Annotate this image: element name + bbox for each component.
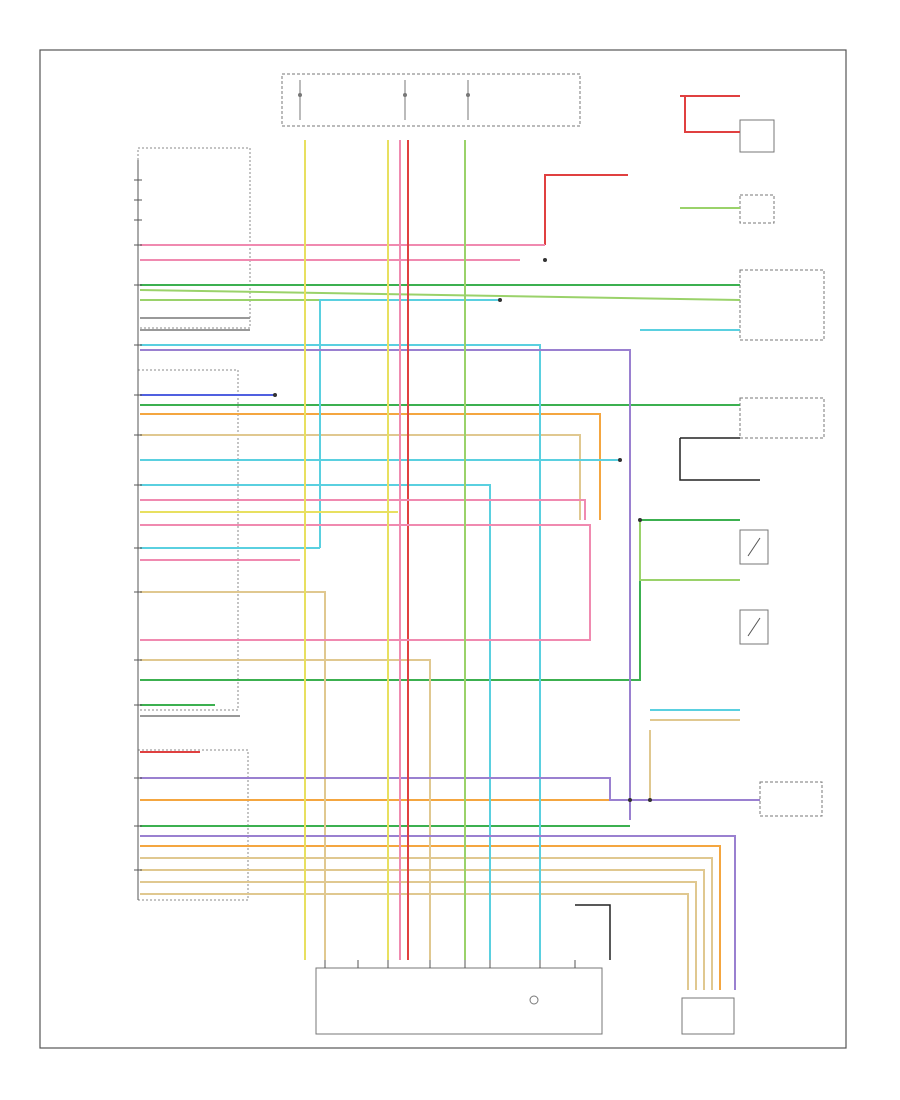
driver-seat-switch — [739, 529, 769, 565]
wire-cyan-1 — [140, 344, 541, 960]
generic-electronic-module — [137, 147, 251, 901]
wire-green-4 — [140, 519, 740, 681]
wire-tan-5 — [140, 869, 705, 990]
right-front-door-module — [739, 397, 825, 439]
wire-purple-3 — [140, 777, 760, 801]
bottom-connector-pins — [324, 960, 576, 968]
wire-purple-1 — [140, 349, 631, 820]
wire-tan-6 — [140, 881, 697, 990]
wire-lightgreen-1 — [139, 289, 741, 301]
wire-orange-3 — [140, 845, 721, 990]
wires — [139, 95, 760, 990]
wire-red-top-right — [684, 96, 740, 133]
diagram-frame — [39, 49, 847, 1049]
window-motor — [739, 119, 775, 224]
left-front-door-module — [739, 269, 825, 341]
wire-red-top — [544, 174, 628, 245]
wire-black-3 — [575, 904, 611, 960]
wire-tan-4 — [140, 857, 713, 990]
fuse-relay-panel — [281, 73, 581, 127]
wire-tan-2 — [140, 591, 326, 960]
wire-pink-vertical-2 — [140, 524, 591, 641]
splice-points — [273, 258, 652, 802]
wire-orange-1 — [140, 413, 601, 520]
bottom-right-connector — [681, 997, 735, 1035]
wire-tan-7 — [140, 893, 689, 990]
wire-pink-vertical-3 — [140, 499, 586, 520]
lock-switch — [759, 781, 823, 817]
left-connector-pins — [134, 179, 142, 871]
wire-black-2 — [679, 438, 760, 481]
wire-purple-2 — [140, 835, 736, 990]
passenger-seat-switch — [739, 609, 769, 645]
wire-cyan-3 — [140, 484, 491, 960]
wire-lightgreen-2 — [639, 520, 740, 581]
wire-cyan-5 — [319, 299, 500, 548]
wire-tan-3 — [140, 659, 431, 960]
master-window-lock-switch — [315, 967, 603, 1035]
wire-tan-1 — [140, 434, 581, 520]
